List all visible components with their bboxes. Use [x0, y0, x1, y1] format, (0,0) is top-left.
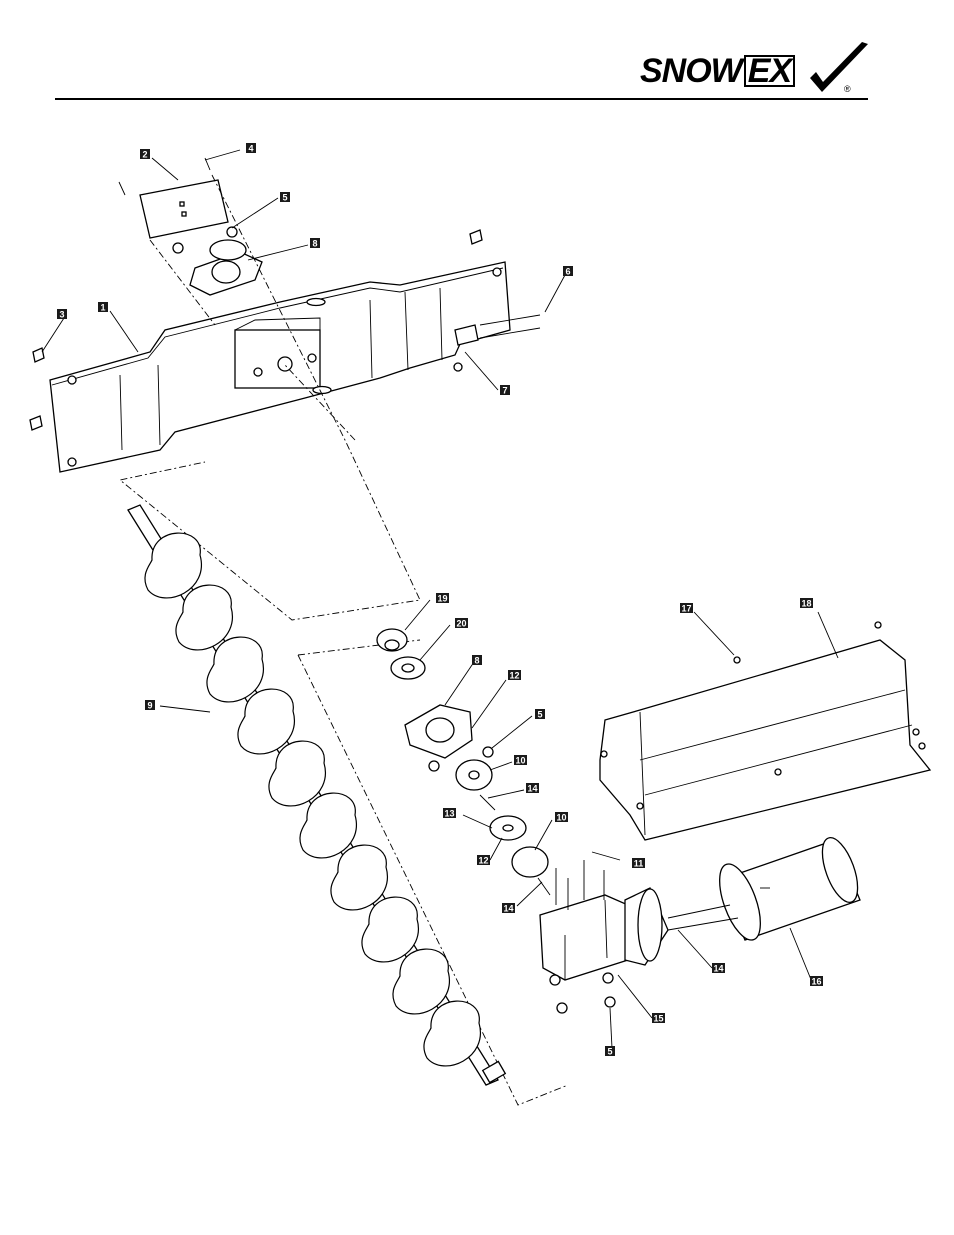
callout-c2: 2 [140, 149, 150, 159]
callout-number: 2 [142, 149, 147, 159]
motor [668, 833, 865, 945]
callout-number: 8 [474, 655, 479, 665]
callout-number: 17 [681, 603, 691, 613]
callout-c8b: 8 [472, 655, 482, 665]
callout-number: 8 [312, 238, 317, 248]
callout-number: 10 [515, 755, 525, 765]
callout-c14a: 14 [526, 783, 539, 793]
callout-number: 5 [537, 709, 542, 719]
callout-number: 18 [801, 598, 811, 608]
motor-cover [600, 622, 930, 840]
callout-c1: 1 [98, 302, 108, 312]
callout-number: 14 [713, 963, 723, 973]
callout-number: 4 [248, 143, 253, 153]
callout-c19: 19 [436, 593, 449, 603]
callout-c15: 15 [652, 1013, 665, 1023]
callout-number: 14 [527, 783, 537, 793]
callout-number: 12 [509, 670, 519, 680]
callout-c4: 4 [246, 143, 256, 153]
callout-number: 15 [653, 1013, 663, 1023]
callout-c5a: 5 [280, 192, 290, 202]
callout-number: 5 [607, 1046, 612, 1056]
callout-c8a: 8 [310, 238, 320, 248]
callout-number: 5 [282, 192, 287, 202]
callout-number: 7 [502, 385, 507, 395]
callout-c14b: 14 [502, 903, 515, 913]
auger [128, 505, 505, 1085]
callout-c9: 9 [145, 700, 155, 710]
callout-number: 10 [556, 812, 566, 822]
callout-number: 16 [811, 976, 821, 986]
callout-c13: 13 [443, 808, 456, 818]
callout-c10a: 10 [514, 755, 527, 765]
mounting-bracket [50, 262, 510, 472]
callout-number: 13 [444, 808, 454, 818]
callout-c6: 6 [563, 266, 573, 276]
callout-number: 1 [100, 302, 105, 312]
callout-c11: 11 [632, 858, 645, 868]
callout-number: 20 [456, 618, 466, 628]
callout-number: 14 [503, 903, 513, 913]
callout-number: 9 [147, 700, 152, 710]
callout-c16: 16 [810, 976, 823, 986]
bearing-flange-top [190, 240, 262, 295]
callout-number: 11 [634, 858, 644, 868]
callout-c5b: 5 [535, 709, 545, 719]
callout-number: 3 [59, 309, 64, 319]
callout-c20: 20 [455, 618, 468, 628]
callout-c18: 18 [800, 598, 813, 608]
gearbox-housing [540, 860, 668, 1013]
callout-c3: 3 [57, 309, 67, 319]
callout-c7: 7 [500, 385, 510, 395]
callout-c10b: 10 [555, 812, 568, 822]
callout-c5c: 5 [605, 1046, 615, 1056]
callout-number: 12 [478, 855, 488, 865]
callout-c12b: 12 [477, 855, 490, 865]
callout-c17: 17 [680, 603, 693, 613]
callout-number: 6 [565, 266, 570, 276]
callout-c12a: 12 [508, 670, 521, 680]
callout-c14c: 14 [712, 963, 725, 973]
callout-number: 19 [437, 593, 447, 603]
cover-plate [140, 180, 228, 238]
